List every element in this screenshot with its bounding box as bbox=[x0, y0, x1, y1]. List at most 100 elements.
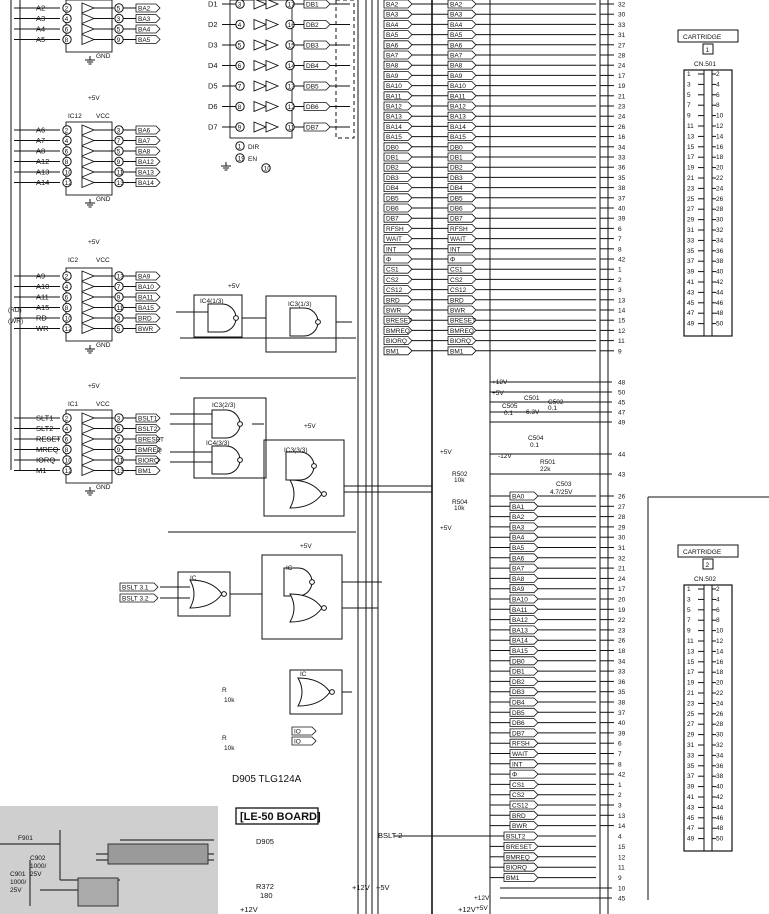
bus-tag bbox=[383, 213, 413, 223]
connector-pin: 21 bbox=[687, 690, 695, 697]
bus-tag bbox=[447, 122, 477, 131]
signal-label: DB6 bbox=[512, 720, 525, 727]
output-signal bbox=[135, 434, 161, 444]
bus-tag bbox=[509, 666, 539, 676]
or-gate bbox=[189, 579, 223, 609]
pin-number: 2 bbox=[65, 273, 69, 280]
supply-label: -12V bbox=[498, 453, 512, 460]
pin-number: 3 bbox=[117, 127, 121, 134]
pin-number: 24 bbox=[618, 63, 626, 70]
connector-pin: 12 bbox=[716, 638, 724, 645]
signal-label: BA8 bbox=[386, 63, 399, 70]
buffer-triangle bbox=[81, 422, 96, 435]
connector-pin: 32 bbox=[716, 742, 724, 749]
output-signal bbox=[135, 146, 161, 156]
data-output bbox=[303, 20, 331, 29]
connector-pin: 8 bbox=[716, 102, 720, 109]
pin-number: 32 bbox=[618, 2, 626, 9]
connector-pin: 36 bbox=[716, 763, 724, 770]
pin bbox=[62, 465, 72, 476]
power-pin: 50 bbox=[618, 390, 626, 397]
connector-pin: 38 bbox=[716, 258, 724, 265]
and-gate bbox=[283, 567, 313, 597]
output-signal bbox=[135, 413, 161, 423]
pin-number: 42 bbox=[618, 772, 626, 779]
bus-tag bbox=[447, 305, 477, 315]
pin-number: 33 bbox=[618, 669, 626, 676]
bus-tag bbox=[509, 646, 539, 655]
bus-tag bbox=[383, 91, 413, 101]
connector-pin: 3 bbox=[687, 596, 691, 603]
power-pin: 44 bbox=[618, 452, 626, 459]
output-signal bbox=[135, 157, 161, 166]
pin-number: 30 bbox=[618, 12, 626, 19]
connector-pin: 10 bbox=[716, 628, 724, 635]
connector-pin: 38 bbox=[716, 773, 724, 780]
connector-pin: 37 bbox=[687, 258, 695, 265]
connector-pin: 23 bbox=[687, 185, 695, 192]
pin-number: 8 bbox=[65, 305, 69, 312]
buffer-triangle bbox=[81, 412, 96, 424]
signal-label: DB5 bbox=[512, 710, 525, 717]
pin-number: 5 bbox=[238, 42, 242, 49]
signal-label: BA4 bbox=[138, 27, 151, 34]
bus-tag bbox=[383, 285, 413, 294]
bus-tag bbox=[503, 873, 539, 882]
pin-number: 39 bbox=[618, 730, 626, 737]
data-input: D3 bbox=[208, 41, 218, 50]
inverter-bubble bbox=[315, 319, 321, 325]
resistor-value: 10k bbox=[454, 477, 465, 484]
buffer-triangle bbox=[81, 12, 96, 25]
signal-label: BRESET bbox=[506, 844, 532, 851]
signal-label: BA0 bbox=[512, 494, 525, 501]
resistor-value: 22k bbox=[540, 466, 551, 473]
signal-label: BA1 bbox=[512, 504, 525, 511]
connector-pin: 4 bbox=[716, 596, 720, 603]
signal-label: BA11 bbox=[386, 93, 402, 100]
connector-pin: 19 bbox=[687, 165, 695, 172]
pin bbox=[235, 40, 245, 50]
buffer-triangle bbox=[81, 270, 96, 282]
photo-label: 1000/ bbox=[10, 879, 26, 886]
signal-label: DB2 bbox=[450, 165, 463, 172]
pin-number: 21 bbox=[618, 566, 626, 573]
bslt3-tag bbox=[119, 582, 159, 592]
bus-tag bbox=[503, 842, 539, 851]
cartridge-title: CARTRIDGE bbox=[683, 34, 722, 41]
cap-label: C504 bbox=[528, 435, 544, 442]
bus-tag bbox=[383, 81, 413, 90]
photo-label: C902 bbox=[30, 855, 46, 862]
signal-label: BIORQ bbox=[386, 338, 407, 345]
pin-number: 31 bbox=[618, 545, 626, 552]
signal-label: DB5 bbox=[306, 84, 319, 91]
bus-tag bbox=[509, 759, 539, 769]
pin-number: 19 bbox=[618, 607, 626, 614]
connector-pin: 2 bbox=[716, 586, 720, 593]
connector-pin: 27 bbox=[687, 721, 695, 728]
pin-number: 30 bbox=[618, 535, 626, 542]
connector-pin: 6 bbox=[716, 607, 720, 614]
pin bbox=[235, 153, 245, 163]
buffer-triangle bbox=[265, 39, 280, 51]
pin-number: 23 bbox=[618, 627, 626, 634]
bus-tag bbox=[447, 101, 477, 111]
bus-tag bbox=[447, 224, 477, 233]
signal-label: BMREQ bbox=[506, 854, 530, 861]
pin bbox=[235, 81, 245, 91]
supply-label: +5V bbox=[300, 543, 312, 550]
connector-pin: 20 bbox=[716, 165, 724, 172]
pin-number: 11 bbox=[117, 457, 124, 464]
signal-label: BA3 bbox=[512, 524, 525, 531]
signal-label: BA2 bbox=[138, 6, 151, 13]
bus-tag bbox=[447, 132, 477, 141]
pin bbox=[62, 146, 72, 156]
board-label: [LE-50 BOARD] bbox=[240, 811, 321, 823]
connector-pin: 48 bbox=[716, 825, 724, 832]
inverter-bubble bbox=[309, 579, 315, 585]
pin-number: 4 bbox=[65, 426, 69, 433]
bus-tag bbox=[509, 594, 539, 604]
pin-number: 10 bbox=[65, 169, 73, 176]
pin-number: 7 bbox=[618, 236, 622, 243]
signal-label: IO bbox=[294, 739, 301, 746]
bus-tag bbox=[509, 512, 539, 521]
